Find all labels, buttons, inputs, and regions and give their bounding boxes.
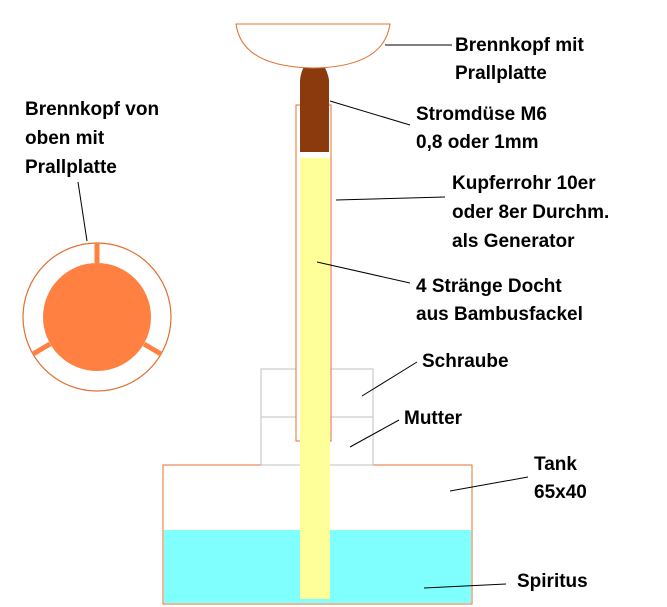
leader-line <box>77 181 88 242</box>
leader-line <box>316 261 411 284</box>
label-mutter: Mutter <box>404 408 463 429</box>
leader-line <box>449 476 529 492</box>
nozzle <box>300 61 329 152</box>
leader-line <box>329 100 411 126</box>
label-tank: Tank 65x40 <box>534 454 587 503</box>
leader-line <box>361 361 418 397</box>
leader-line <box>349 419 400 448</box>
label-schraube: Schraube <box>422 351 509 372</box>
leader-line <box>423 583 507 589</box>
burner-top-spoke <box>31 341 52 357</box>
label-brennkopf-mit-prallplatte: Brennkopf mit Prallplatte <box>455 35 589 84</box>
burner-top-view <box>22 242 172 392</box>
label-docht: 4 Stränge Docht aus Bambusfackel <box>416 276 583 325</box>
label-stromduese: Stromdüse M6 0,8 oder 1mm <box>416 104 552 153</box>
burner-top-plate <box>43 263 151 371</box>
label-spiritus: Spiritus <box>517 571 588 592</box>
burner-top-spoke <box>142 341 163 357</box>
leader-lines <box>77 44 529 589</box>
wick <box>300 158 330 599</box>
label-brennkopf-von-oben: Brennkopf von oben mit Prallplatte <box>25 99 164 178</box>
label-kupferrohr: Kupferrohr 10er oder 8er Durchm. als Gen… <box>452 173 615 252</box>
burner-head <box>235 23 391 69</box>
leader-line <box>335 196 446 201</box>
